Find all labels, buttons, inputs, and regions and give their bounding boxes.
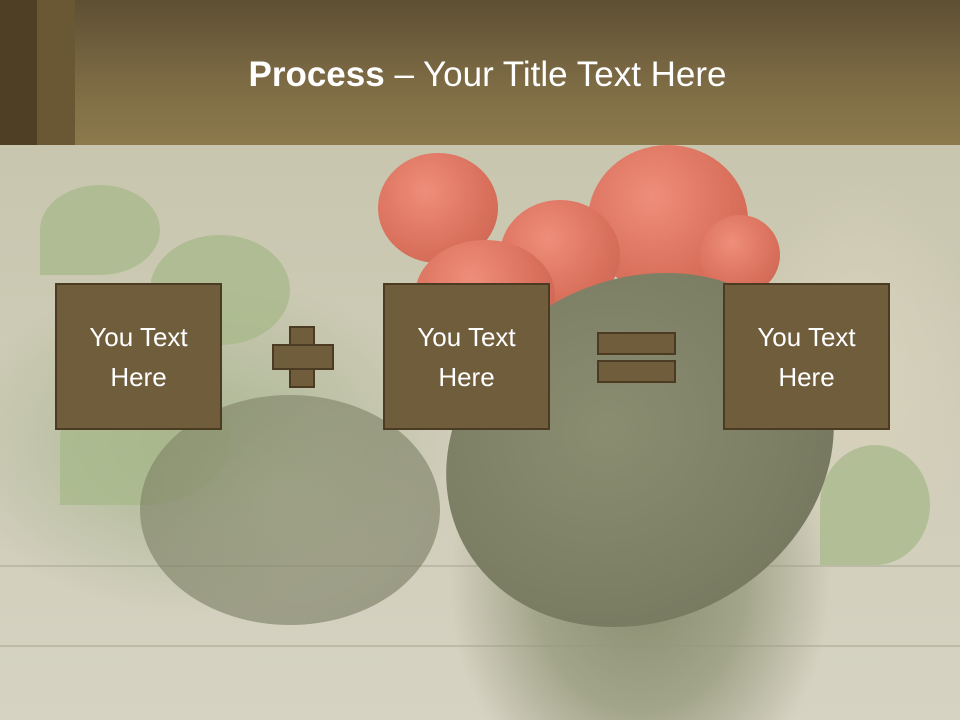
equals-icon-bar-bottom bbox=[597, 360, 676, 383]
title-rest-text: – Your Title Text Here bbox=[384, 55, 727, 94]
slide-title[interactable]: Process – Your Title Text Here bbox=[75, 52, 900, 98]
process-box-1[interactable]: You Text Here bbox=[55, 283, 222, 430]
plus-icon-center bbox=[291, 346, 313, 368]
wood-plank-line bbox=[0, 645, 960, 647]
title-bold-text: Process bbox=[248, 55, 385, 94]
background-photo bbox=[0, 145, 960, 720]
process-box-label: You Text Here bbox=[757, 321, 856, 392]
title-bar: Process – Your Title Text Here bbox=[0, 0, 960, 145]
header-accent-stripe bbox=[37, 0, 75, 145]
process-box-label: You Text Here bbox=[89, 321, 188, 392]
process-box-label: You Text Here bbox=[417, 321, 516, 392]
equals-icon-bar-top bbox=[597, 332, 676, 355]
process-box-3[interactable]: You Text Here bbox=[723, 283, 890, 430]
header-accent-stripe bbox=[0, 0, 37, 145]
process-box-2[interactable]: You Text Here bbox=[383, 283, 550, 430]
leaf-shape bbox=[40, 185, 160, 275]
avocado-shape bbox=[140, 395, 440, 625]
leaf-shape bbox=[820, 445, 930, 565]
